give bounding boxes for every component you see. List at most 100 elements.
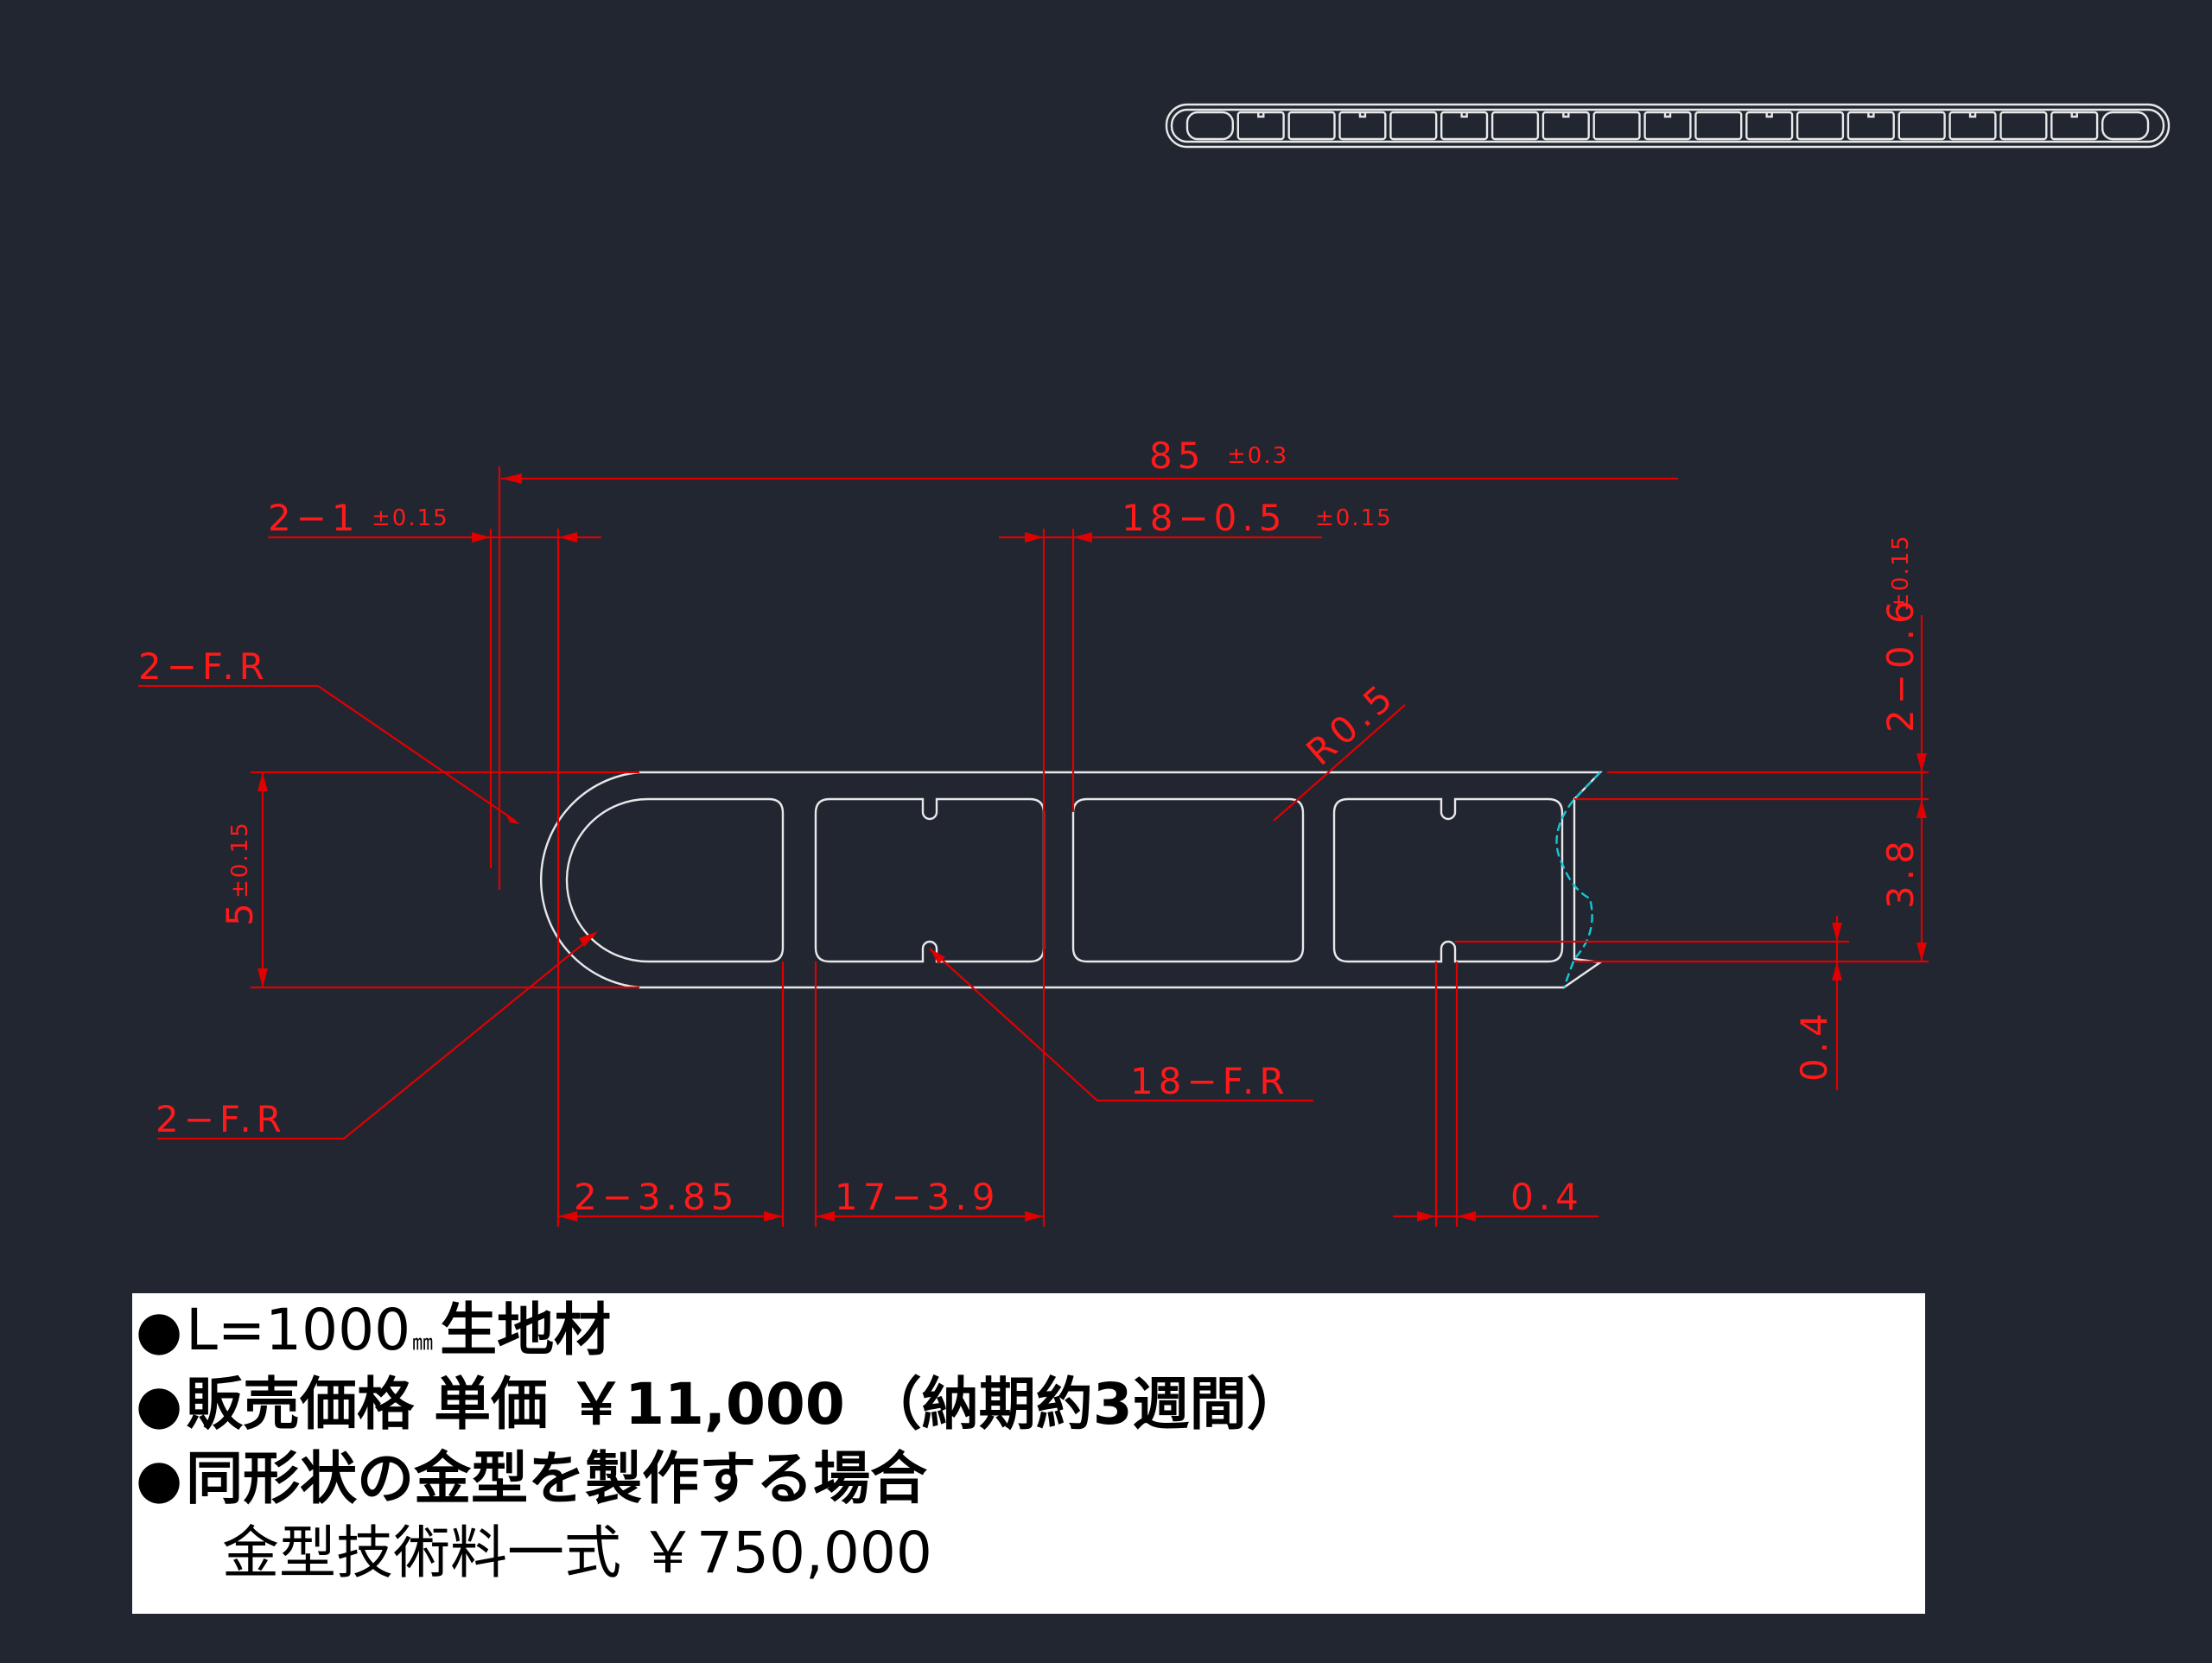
overview-cells bbox=[1185, 111, 2150, 141]
bullet-icon: ● bbox=[136, 1298, 183, 1362]
overview-inner-outline bbox=[1170, 108, 2165, 143]
overview-notch bbox=[1358, 112, 1367, 118]
arrowhead bbox=[930, 949, 945, 964]
leader-fillet-end-bottom bbox=[157, 934, 595, 1140]
hollow-cell bbox=[814, 797, 1046, 963]
label-wall-thickness: 2−1 bbox=[268, 497, 360, 539]
label-fillet-end-bottom: 2−F.R bbox=[156, 1098, 287, 1140]
end-cell-left bbox=[565, 797, 785, 963]
label-fillet-end-top: 2−F.R bbox=[138, 645, 270, 688]
overview-cell bbox=[1745, 111, 1794, 141]
label-small-gap: 0.4 bbox=[1793, 1008, 1835, 1082]
leader-corner-radius bbox=[1273, 704, 1406, 822]
label-edge-groove-tol: ±0.15 bbox=[1888, 534, 1914, 612]
overview-cell bbox=[1847, 111, 1895, 141]
overview-cell bbox=[1389, 111, 1438, 141]
hollow-cell bbox=[1071, 797, 1305, 963]
overview-cell bbox=[1338, 111, 1387, 141]
overview-cell bbox=[1440, 111, 1489, 141]
overview-cell bbox=[1694, 111, 1743, 141]
arrowhead bbox=[816, 1211, 835, 1222]
profile-section bbox=[539, 771, 1604, 989]
hollow-cell bbox=[1332, 797, 1564, 963]
note-die-text: 同形状の金型を製作する場合 bbox=[186, 1445, 928, 1512]
label-notch-width: 0.4 bbox=[1510, 1176, 1584, 1218]
arrowhead bbox=[257, 968, 268, 987]
note-die-fee: 金型技術料一式 ￥750,000 bbox=[136, 1516, 1925, 1590]
edge-profile-hidden bbox=[1555, 771, 1601, 988]
overview-cell bbox=[1643, 111, 1692, 141]
arrowhead bbox=[1916, 799, 1927, 818]
arrowhead bbox=[501, 473, 522, 484]
arrowhead bbox=[558, 1211, 577, 1222]
overview-cell bbox=[1999, 111, 2048, 141]
arrowhead bbox=[1457, 1211, 1476, 1222]
overview-notch bbox=[1562, 112, 1570, 118]
dimension-lines bbox=[138, 467, 1929, 1227]
arrowhead bbox=[1025, 532, 1044, 543]
arrowhead bbox=[1832, 962, 1842, 981]
overview-notch bbox=[1460, 112, 1468, 118]
label-wall-thickness-tol: ±0.15 bbox=[372, 505, 449, 531]
label-height: 5 bbox=[219, 898, 261, 926]
arrowhead bbox=[558, 532, 577, 543]
overview-cell bbox=[2101, 111, 2150, 141]
note-length: ● L=1000 ㎜ 生地材 bbox=[136, 1293, 1925, 1368]
arrowhead bbox=[1417, 1211, 1436, 1222]
label-overall-width: 85 bbox=[1149, 435, 1205, 477]
arrowhead bbox=[579, 931, 598, 947]
note-length-value: L=1000 bbox=[186, 1297, 411, 1363]
overview-cell bbox=[1491, 111, 1540, 141]
label-corner-radius: R0.5 bbox=[1298, 674, 1404, 774]
note-die: ● 同形状の金型を製作する場合 bbox=[136, 1442, 1925, 1516]
label-edge-groove: 2−0.6 bbox=[1879, 595, 1922, 733]
bullet-icon: ● bbox=[136, 1447, 183, 1510]
label-height-tol: ±0.15 bbox=[227, 821, 253, 898]
overview-cell bbox=[1948, 111, 1997, 141]
overview-notch bbox=[1663, 112, 1672, 118]
label-height-group: 5 ±0.15 bbox=[219, 821, 261, 926]
arrowhead bbox=[505, 812, 520, 824]
overview-cell bbox=[1541, 111, 1590, 141]
leader-fillet-ribs bbox=[929, 948, 1313, 1102]
label-cell-width: 17−3.9 bbox=[835, 1176, 1000, 1218]
note-length-unit: ㎜ bbox=[412, 1330, 434, 1355]
arrowhead bbox=[1916, 753, 1927, 772]
overview-notch bbox=[1765, 112, 1773, 118]
section-outer-outline bbox=[539, 771, 1604, 989]
overview-cell bbox=[1185, 111, 1234, 141]
label-fillet-ribs: 18−F.R bbox=[1130, 1060, 1290, 1102]
note-price-text: 販売価格 単価 ￥11,000 （納期約3週間） bbox=[186, 1371, 1304, 1438]
arrowhead bbox=[1916, 943, 1927, 962]
note-price: ● 販売価格 単価 ￥11,000 （納期約3週間） bbox=[136, 1368, 1925, 1442]
bullet-icon: ● bbox=[136, 1373, 183, 1436]
arrowhead bbox=[1025, 1211, 1044, 1222]
notes-panel: ● L=1000 ㎜ 生地材 ● 販売価格 単価 ￥11,000 （納期約3週間… bbox=[132, 1293, 1925, 1614]
overview-cell bbox=[1592, 111, 1641, 141]
overview-cell bbox=[1287, 111, 1336, 141]
label-rib-thickness: 18−0.5 bbox=[1122, 497, 1287, 539]
overview-notch bbox=[1968, 112, 1977, 118]
note-die-fee-text: 金型技術料一式 ￥750,000 bbox=[222, 1520, 932, 1586]
label-end-cell-width: 2−3.85 bbox=[574, 1176, 739, 1218]
label-edge-groove-group: 2−0.6 ±0.15 bbox=[1879, 534, 1922, 733]
arrowhead bbox=[257, 772, 268, 791]
overview-cell bbox=[1897, 111, 1946, 141]
overview-notch bbox=[1257, 112, 1265, 118]
overview-notch bbox=[2070, 112, 2078, 118]
arrowhead bbox=[1832, 923, 1842, 942]
overview-outer-outline bbox=[1165, 103, 2171, 149]
profile-overview bbox=[1165, 103, 2171, 149]
overview-notch bbox=[1867, 112, 1875, 118]
leader-fillet-end-top bbox=[138, 684, 516, 822]
dimension-labels: 85 ±0.3 2−1 ±0.15 18−0.5 ±0.15 2−F.R 2−F… bbox=[138, 435, 1922, 1218]
label-inner-height: 3.8 bbox=[1879, 835, 1922, 909]
overview-cell bbox=[2050, 111, 2099, 141]
note-material: 生地材 bbox=[440, 1297, 612, 1363]
arrowhead bbox=[1073, 532, 1092, 543]
label-rib-thickness-tol: ±0.15 bbox=[1315, 505, 1393, 531]
arrowhead bbox=[472, 532, 491, 543]
arrowhead bbox=[764, 1211, 783, 1222]
